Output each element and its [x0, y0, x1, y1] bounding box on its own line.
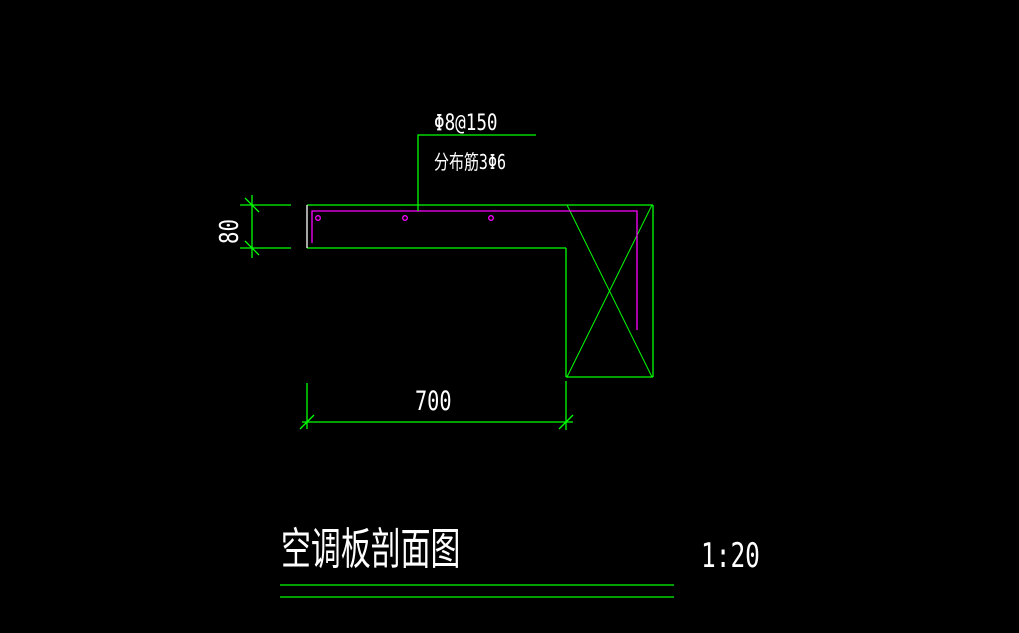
rebar-label: Φ8@150: [434, 110, 498, 135]
rebar: [311, 210, 638, 330]
distribution-bar: [315, 215, 321, 221]
thickness-dim-text: 80: [214, 219, 245, 244]
distribution-bar: [488, 215, 494, 221]
length-dim-text: 700: [415, 385, 452, 417]
drawing-scale: 1:20: [701, 536, 760, 575]
slab-outline: [307, 204, 654, 378]
drawing-title: 空调板剖面图: [281, 523, 460, 574]
thickness-dimension: [240, 195, 291, 258]
beam-cross-hatch: [566, 204, 653, 378]
distribution-bar: [402, 215, 408, 221]
leader-line: [417, 134, 536, 211]
distribution-label: 分布筋3Φ6: [434, 151, 506, 175]
title-underline: [280, 584, 674, 598]
length-dimension: [299, 381, 574, 430]
